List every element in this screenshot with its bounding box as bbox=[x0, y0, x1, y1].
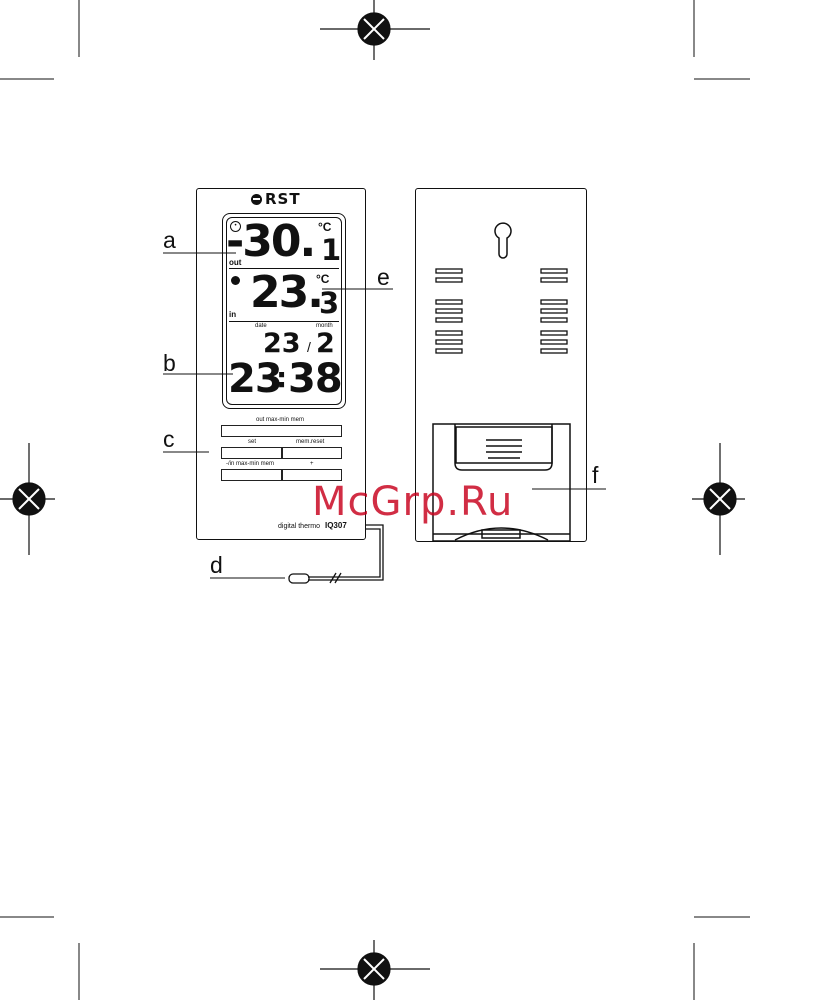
callout-c: c bbox=[163, 428, 175, 451]
watermark-text: McGrp.Ru bbox=[312, 479, 513, 525]
callout-b: b bbox=[163, 352, 176, 375]
callout-f: f bbox=[592, 464, 598, 487]
callout-d: d bbox=[210, 554, 223, 577]
callout-e: e bbox=[377, 266, 390, 289]
callout-a: a bbox=[163, 229, 176, 252]
